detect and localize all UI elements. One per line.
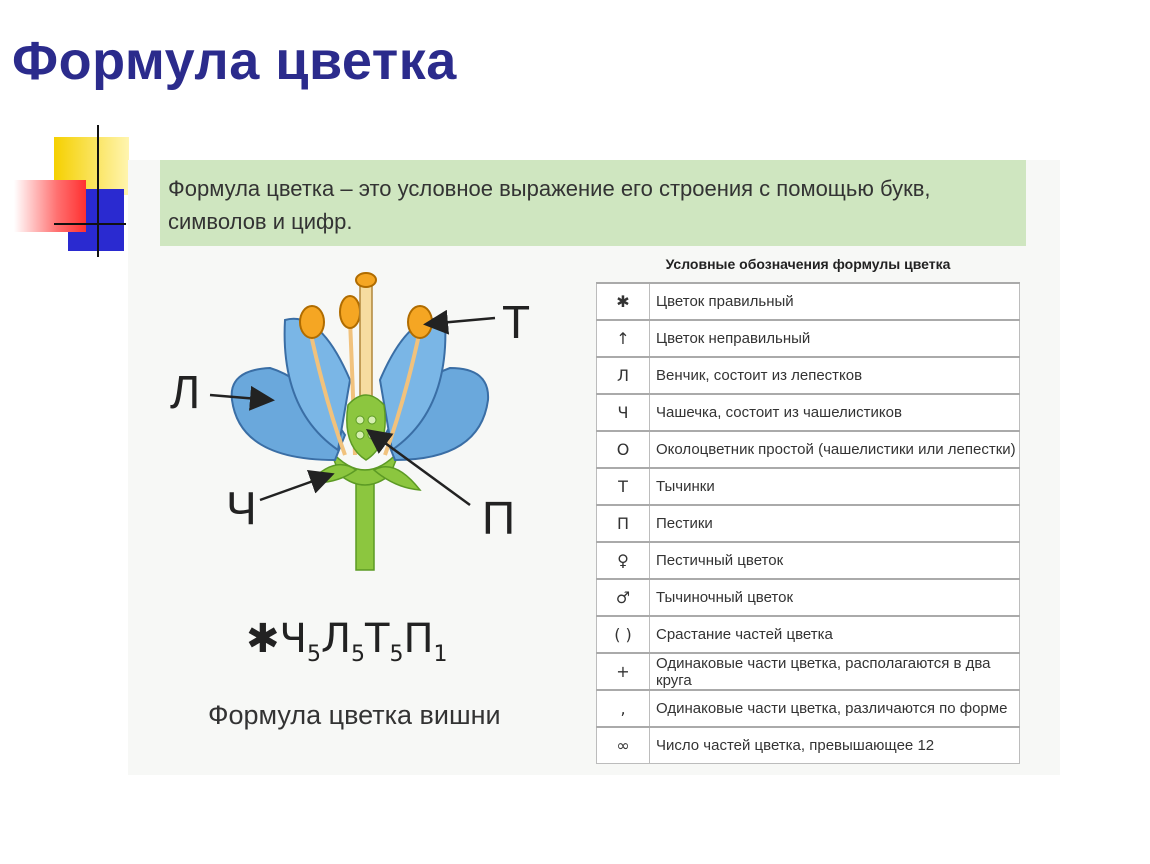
legend-symbol: , <box>596 689 650 728</box>
table-row: ✱Цветок правильный <box>596 282 1020 321</box>
legend-title: Условные обозначения формулы цветка <box>665 256 951 272</box>
legend-description: Число частей цветка, превышающее 12 <box>649 726 1020 764</box>
formula-caption: Формула цветка вишни <box>208 700 501 730</box>
legend-table: ✱Цветок правильный ↑Цветок неправильный … <box>596 282 1020 764</box>
ovule-3 <box>355 430 365 440</box>
legend-description: Одинаковые части цветка, располагаются в… <box>649 652 1020 691</box>
formula-count-sepals: 5 <box>306 642 321 667</box>
formula-part-pistil: П <box>403 616 434 662</box>
legend-description: Околоцветник простой (чашелистики или ле… <box>649 430 1020 469</box>
anther-3 <box>407 305 433 339</box>
pointer-stamens <box>423 309 496 335</box>
legend-symbol: ∞ <box>596 726 650 764</box>
table-row: ♂Тычиночный цветок <box>596 578 1020 617</box>
definition-box: Формула цветка – это условное выражение … <box>160 160 1026 246</box>
formula-part-stamens: Т <box>365 616 390 662</box>
formula-count-stamens: 5 <box>389 642 404 667</box>
decorative-squares <box>14 125 129 257</box>
legend-description: Срастание частей цветка <box>649 615 1020 654</box>
legend-symbol: ♀ <box>596 541 650 580</box>
label-pistil: П <box>482 492 515 544</box>
cherry-flower-formula: ✱Ч5Л5Т5П1 <box>246 616 448 667</box>
formula-part-sepals: Ч <box>279 616 307 662</box>
legend-symbol: ♂ <box>596 578 650 617</box>
table-row: ↑Цветок неправильный <box>596 319 1020 358</box>
legend-description: Тычинки <box>649 467 1020 506</box>
legend-symbol: Т <box>596 467 650 506</box>
stamen-filament-1 <box>308 329 347 456</box>
legend-description: Цветок неправильный <box>649 319 1020 358</box>
formula-count-petals: 5 <box>351 642 366 667</box>
legend-symbol: ✱ <box>596 282 650 321</box>
legend-symbol: ( ) <box>596 615 650 654</box>
pistil-style <box>359 284 373 401</box>
ovule-2 <box>367 415 377 425</box>
pointer-sepals <box>259 469 335 502</box>
stigma <box>355 272 377 288</box>
anther-1 <box>299 305 325 339</box>
label-stamens: Т <box>502 296 530 348</box>
pointer-pistil <box>365 429 471 507</box>
label-petals: Л <box>170 366 200 418</box>
formula-part-petals: Л <box>320 616 352 662</box>
table-row: +Одинаковые части цветка, располагаются … <box>596 652 1020 691</box>
sepal-right <box>372 466 422 491</box>
regular-flower-symbol: ✱ <box>246 616 280 662</box>
legend-symbol: О <box>596 430 650 469</box>
label-sepals: Ч <box>226 482 257 534</box>
flower-diagram: Л Т Ч П <box>170 272 530 571</box>
table-row: ( )Срастание частей цветка <box>596 615 1020 654</box>
legend-description: Венчик, состоит из лепестков <box>649 356 1020 395</box>
slide-title: Формула цветка <box>12 31 457 91</box>
ovary <box>346 394 386 461</box>
legend-description: Пестичный цветок <box>649 541 1020 580</box>
legend-description: Тычиночный цветок <box>649 578 1020 617</box>
formula-count-pistil: 1 <box>433 642 448 667</box>
legend-symbol: П <box>596 504 650 543</box>
legend-symbol: + <box>596 652 650 691</box>
legend-description: Цветок правильный <box>649 282 1020 321</box>
anther-2 <box>339 295 361 329</box>
table-row: ∞Число частей цветка, превышающее 12 <box>596 726 1020 764</box>
legend-description: Одинаковые части цветка, различаются по … <box>649 689 1020 728</box>
pointer-petals <box>209 385 275 411</box>
ovule-1 <box>355 415 365 425</box>
table-row: ,Одинаковые части цветка, различаются по… <box>596 689 1020 728</box>
definition-text: Формула цветка – это условное выражение … <box>168 176 931 234</box>
legend-symbol: ↑ <box>596 319 650 358</box>
legend-symbol: Ч <box>596 393 650 432</box>
legend-description: Пестики <box>649 504 1020 543</box>
table-row: ♀Пестичный цветок <box>596 541 1020 580</box>
legend-symbol: Л <box>596 356 650 395</box>
legend-description: Чашечка, состоит из чашелистиков <box>649 393 1020 432</box>
